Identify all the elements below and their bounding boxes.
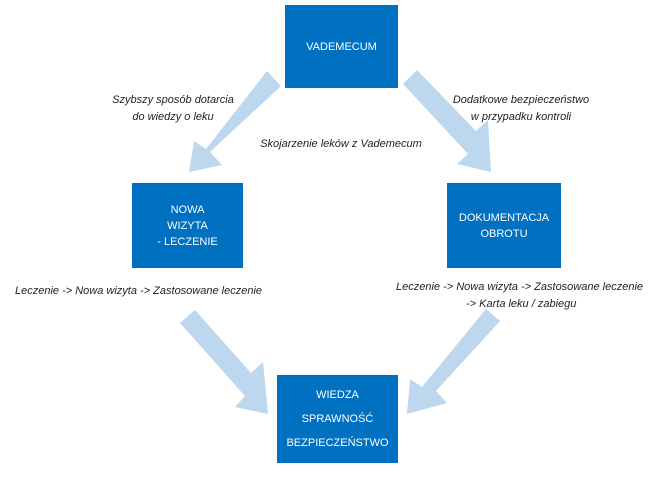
label-dodatkowe-bezpieczenstwo: Dodatkowe bezpieczeństwo w przypadku kon…: [441, 92, 601, 126]
label-path-right-line-2: -> Karta leku / zabiegu: [466, 298, 577, 310]
label-skojarzenie-lekow: Skojarzenie leków z Vademecum: [240, 136, 442, 153]
node-dokumentacja-obrotu: DOKUMENTACJA OBROTU: [447, 183, 561, 268]
label-dodatkowe-line-2: w przypadku kontroli: [470, 111, 572, 123]
node-nowa-wizyta-line-3: - LECZENIE: [157, 235, 218, 248]
label-sciezka-nowa-wizyta: Leczenie -> Nowa wizyta -> Zastosowane l…: [15, 283, 262, 300]
node-dokumentacja-line-1: DOKUMENTACJA: [458, 211, 550, 224]
arrow-dokumentacja-to-wiedza: [407, 309, 500, 414]
node-wiedza-line-1: WIEDZA: [316, 389, 359, 401]
node-nowa-wizyta-line-1: NOWA: [170, 203, 205, 216]
label-sciezka-karta-leku: Leczenie -> Nowa wizyta -> Zastosowane l…: [396, 279, 643, 313]
arrow-vademecum-to-dokumentacja: [403, 70, 491, 172]
node-nowa-wizyta-line-2: WIZYTA: [167, 219, 208, 232]
node-wiedza-line-3: BEZPIECZEŃSTWO: [286, 437, 389, 449]
node-vademecum: VADEMECUM: [285, 5, 398, 88]
label-szybszy-line-2: do wiedzy o leku: [132, 111, 214, 123]
label-szybszy-sposob: Szybszy sposób dotarcia do wiedzy o leku: [103, 92, 243, 126]
label-path-left-line-1: Leczenie -> Nowa wizyta -> Zastosowane l…: [15, 285, 263, 297]
label-skojarzenie-line-1: Skojarzenie leków z Vademecum: [260, 138, 422, 150]
arrow-nowa-wizyta-to-wiedza: [180, 310, 268, 414]
node-wiedza-line-2: SPRAWNOŚĆ: [301, 413, 374, 425]
node-vademecum-text: VADEMECUM: [306, 40, 377, 53]
arrow-vademecum-to-nowa-wizyta: [189, 71, 281, 172]
node-dokumentacja-line-2: OBROTU: [480, 227, 528, 240]
label-dodatkowe-line-1: Dodatkowe bezpieczeństwo: [452, 94, 590, 106]
label-path-right-line-1: Leczenie -> Nowa wizyta -> Zastosowane l…: [396, 281, 644, 293]
label-szybszy-line-1: Szybszy sposób dotarcia: [112, 94, 234, 106]
node-nowa-wizyta: NOWA WIZYTA - LECZENIE: [132, 183, 243, 268]
node-wiedza: WIEDZA SPRAWNOŚĆ BEZPIECZEŃSTWO: [277, 375, 398, 463]
